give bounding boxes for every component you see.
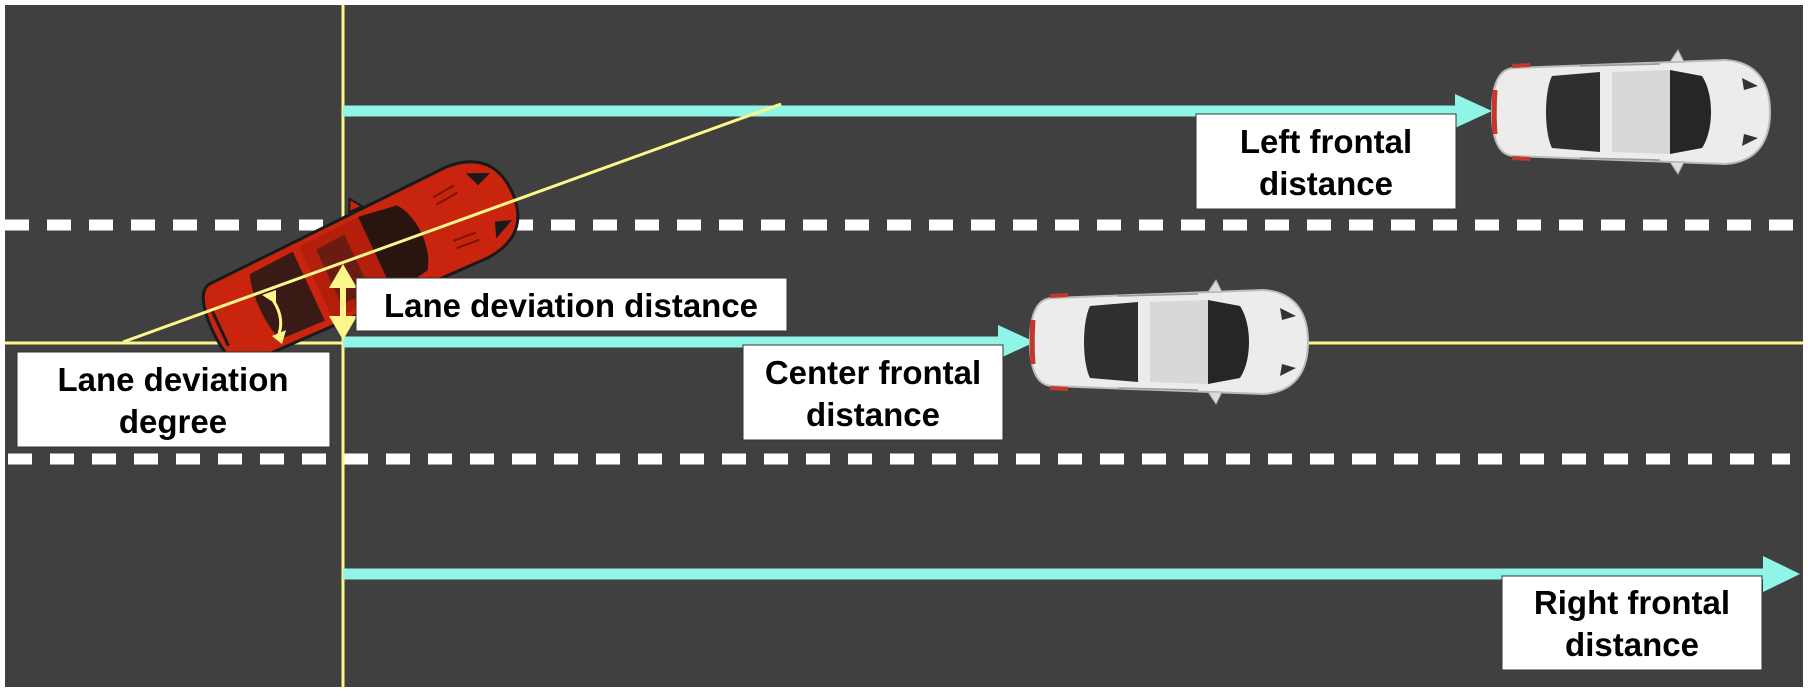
right-frontal-label-line2: distance [1565, 626, 1699, 663]
center-frontal-label-line2: distance [806, 396, 940, 433]
left-frontal-distance-label: Left frontal distance [1195, 113, 1457, 210]
deviation-angle-arrowhead-top [262, 290, 276, 304]
car-heading-line [122, 102, 782, 344]
left-frontal-arrowhead [1455, 94, 1492, 128]
lane-deviation-distance-text: Lane deviation distance [384, 287, 758, 324]
white-car-icon [1492, 50, 1770, 174]
right-frontal-distance-label: Right frontal distance [1501, 575, 1763, 671]
white-car-icon [1030, 280, 1308, 404]
center-frontal-arrowhead [998, 325, 1035, 359]
center-frontal-label-line1: Center frontal [765, 354, 981, 391]
left-frontal-label-line2: distance [1259, 165, 1393, 202]
right-frontal-arrowhead [1763, 556, 1800, 592]
deviation-distance-arrowhead-down [329, 316, 357, 340]
lane-deviation-degree-label: Lane deviation degree [16, 351, 331, 448]
center-frontal-distance-label: Center frontal distance [742, 344, 1004, 441]
lane-deviation-degree-line1: Lane deviation [57, 361, 288, 398]
lane-deviation-degree-line2: degree [119, 403, 227, 440]
deviation-angle-arrowhead-bottom [272, 330, 286, 344]
lane-deviation-distance-label: Lane deviation distance [355, 277, 788, 332]
right-frontal-label-line1: Right frontal [1534, 584, 1730, 621]
deviation-distance-arrowhead-up [329, 264, 357, 288]
left-frontal-label-line1: Left frontal [1240, 123, 1412, 160]
